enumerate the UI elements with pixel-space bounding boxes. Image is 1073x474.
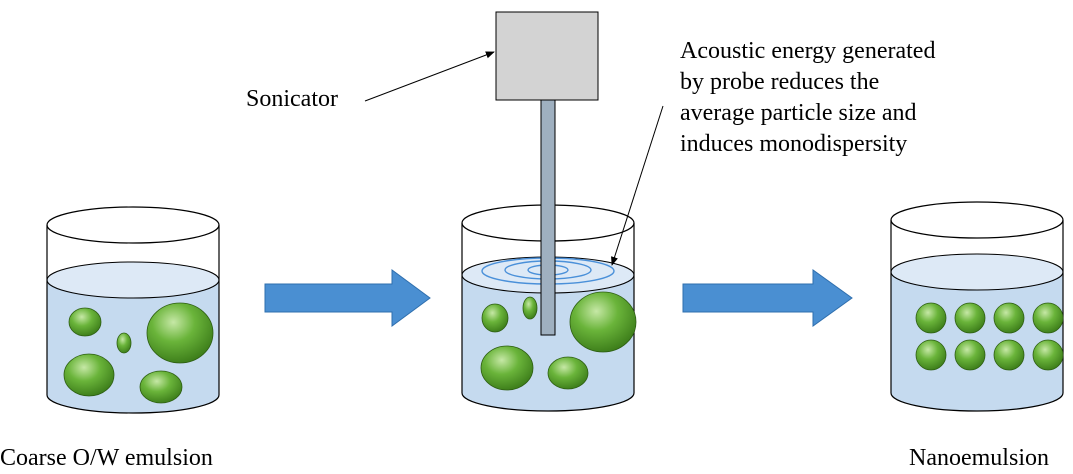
droplet (993, 302, 1025, 334)
note-line: Acoustic energy generated (680, 38, 936, 64)
droplet (915, 302, 947, 334)
beaker-body-outline (890, 220, 1064, 412)
droplet (954, 339, 986, 371)
liquid-surface (46, 261, 220, 299)
droplet (915, 339, 947, 371)
droplet (569, 291, 637, 353)
droplet (480, 345, 534, 391)
process-arrow (682, 269, 853, 327)
sonicator-callout-arrow (364, 51, 495, 102)
note-line: average particle size and (680, 100, 917, 126)
droplet (1032, 302, 1064, 334)
sonicator-label: Sonicator (246, 86, 338, 112)
droplet (1032, 339, 1064, 371)
droplets (915, 302, 1064, 371)
coarse-emulsion-beaker (46, 206, 220, 414)
beaker-body-outline (46, 225, 220, 414)
beaker-rim (46, 206, 220, 244)
sonicator-probe (540, 99, 556, 336)
beaker-liquid (891, 254, 1063, 411)
nanoemulsion-label: Nanoemulsion (909, 445, 1049, 471)
process-arrow (264, 269, 431, 327)
droplet (139, 370, 183, 404)
sonication-beaker (461, 11, 637, 412)
droplet (522, 296, 538, 320)
acoustic-callout-arrow (611, 105, 664, 266)
note-line: induces monodispersity (680, 131, 908, 157)
droplet (116, 332, 132, 354)
droplet (954, 302, 986, 334)
beaker-rim (890, 201, 1064, 239)
droplets (63, 302, 214, 404)
beaker-body-outline (461, 223, 635, 412)
nanoemulsion-beaker (890, 201, 1064, 412)
sonicator-box (495, 11, 599, 101)
liquid-surface (890, 253, 1064, 291)
droplet (146, 302, 214, 364)
droplet (993, 339, 1025, 371)
droplet (481, 303, 509, 333)
droplets (480, 291, 637, 391)
coarse-emulsion-label: Coarse O/W emulsion (0, 445, 213, 471)
note-line: by probe reduces the (680, 69, 880, 95)
droplet (68, 307, 102, 337)
droplet (547, 356, 589, 390)
acoustic-energy-note: Acoustic energy generated by probe reduc… (680, 36, 935, 160)
droplet (63, 353, 115, 397)
